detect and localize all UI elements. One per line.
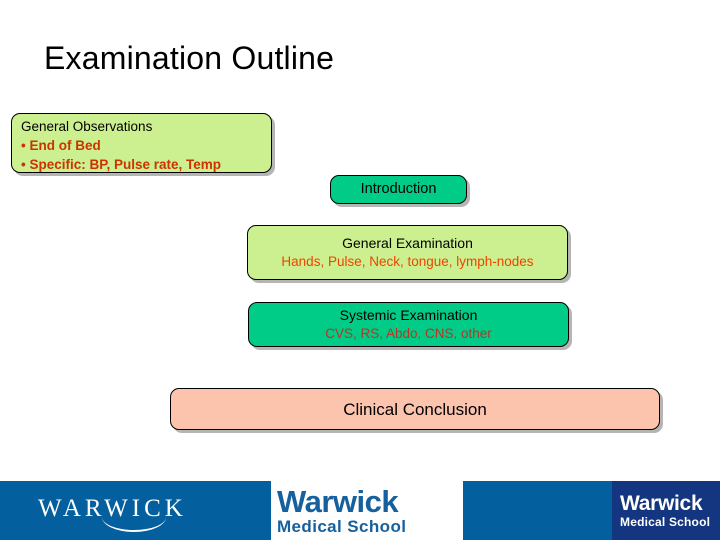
wms-dark-sub-text: Medical School [620, 514, 711, 529]
footer-bar: WARWICK Warwick Medical School Warwick M… [0, 481, 720, 540]
page-title: Examination Outline [44, 40, 335, 76]
warwick-swoosh-icon [102, 517, 166, 532]
box-heading-introduction: Introduction [360, 181, 437, 197]
box-heading-systemic-examination: Systemic Examination [339, 307, 478, 323]
wms-light-sub-text: Medical School [277, 516, 407, 536]
box-subtitle-systemic-examination: CVS, RS, Abdo, CNS, other [325, 326, 492, 341]
box-heading-general-observations: General Observations [21, 119, 153, 134]
flow-box-clinical-conclusion[interactable]: Clinical Conclusion [170, 388, 660, 430]
box-heading-clinical-conclusion: Clinical Conclusion [343, 399, 487, 419]
flow-box-general-examination[interactable]: General Examination Hands, Pulse, Neck, … [247, 225, 568, 280]
box-bullet-end-of-bed: • End of Bed [21, 138, 101, 153]
warwick-medical-school-logo-dark: Warwick Medical School [612, 481, 720, 540]
warwick-medical-school-logo-light: Warwick Medical School [271, 481, 463, 540]
box-subtitle-general-examination: Hands, Pulse, Neck, tongue, lymph-nodes [281, 254, 534, 269]
wms-dark-main-text: Warwick [620, 491, 703, 515]
warwick-university-logo: WARWICK [38, 495, 187, 532]
flow-box-systemic-examination[interactable]: Systemic Examination CVS, RS, Abdo, CNS,… [248, 302, 569, 347]
wms-light-main-text: Warwick [277, 483, 399, 519]
flow-box-introduction[interactable]: Introduction [330, 175, 467, 204]
flow-box-general-observations[interactable]: General Observations • End of Bed • Spec… [11, 113, 272, 173]
box-bullet-specific-vitals: • Specific: BP, Pulse rate, Temp [21, 157, 222, 172]
box-heading-general-examination: General Examination [342, 235, 473, 251]
